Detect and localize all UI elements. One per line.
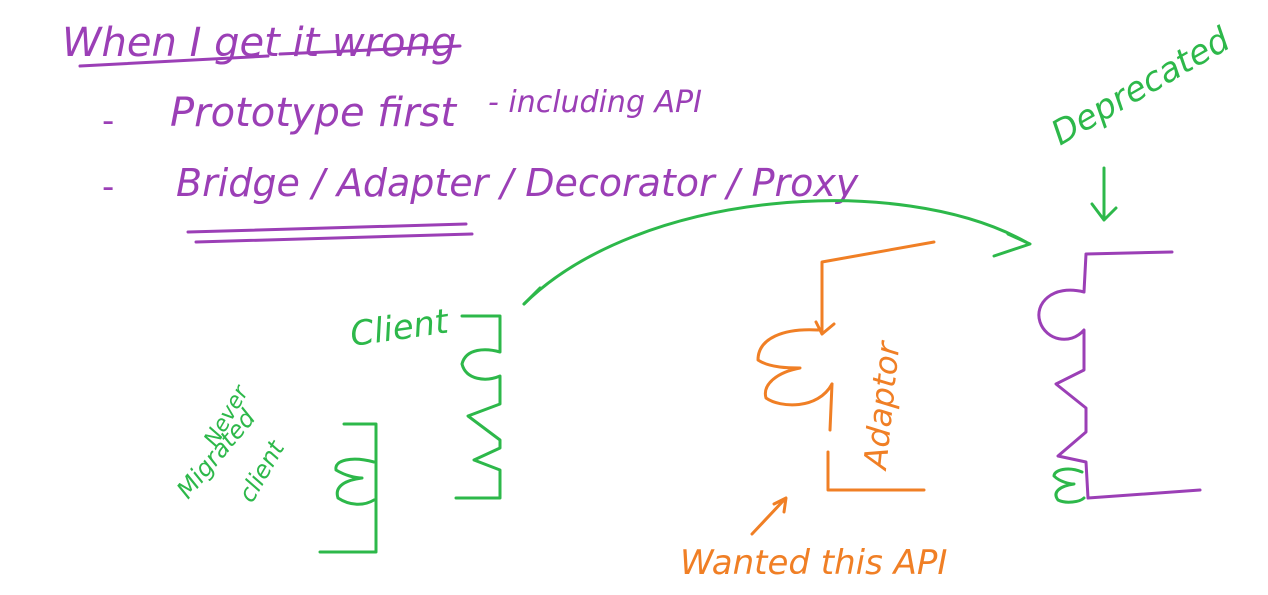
migration-arrow (522, 199, 1028, 306)
title-text: When I get it wrong (62, 20, 456, 66)
adapter-label: Adaptor (856, 338, 908, 473)
bullet-2-text: Bridge / Adapter / Decorator / Proxy (176, 161, 859, 205)
title-underline (78, 54, 270, 68)
adapter-e-shape (756, 328, 834, 407)
wanted-arrow (750, 496, 788, 536)
migration-arrow-head-start (522, 286, 542, 306)
wanted-label: Wanted this API (680, 543, 947, 583)
migrated-client-line-2: client (233, 435, 291, 507)
client-socket (454, 314, 502, 500)
adapter-body (826, 382, 926, 492)
client-label: Client (348, 301, 453, 355)
bullet-2-underline (186, 222, 468, 234)
bullet-1-extra: - including API (488, 85, 702, 120)
deprecated-arrow (1090, 166, 1118, 222)
migrated-client-plug-e (334, 457, 376, 506)
bullet-1-dash: - (102, 101, 114, 141)
adapter-top-frame (814, 240, 936, 336)
bullet-1-text: Prototype first (170, 90, 457, 136)
deprecated-plug (1052, 467, 1086, 504)
deprecated-label: Deprecated (1045, 19, 1238, 153)
deprecated-socket (1037, 250, 1202, 500)
migrated-client-plug (318, 422, 378, 554)
migration-arrow-head-end (992, 232, 1032, 258)
bullet-2-dash: - (102, 167, 114, 207)
title-underline-2 (278, 44, 462, 56)
bullet-2-underline-2 (194, 232, 474, 244)
